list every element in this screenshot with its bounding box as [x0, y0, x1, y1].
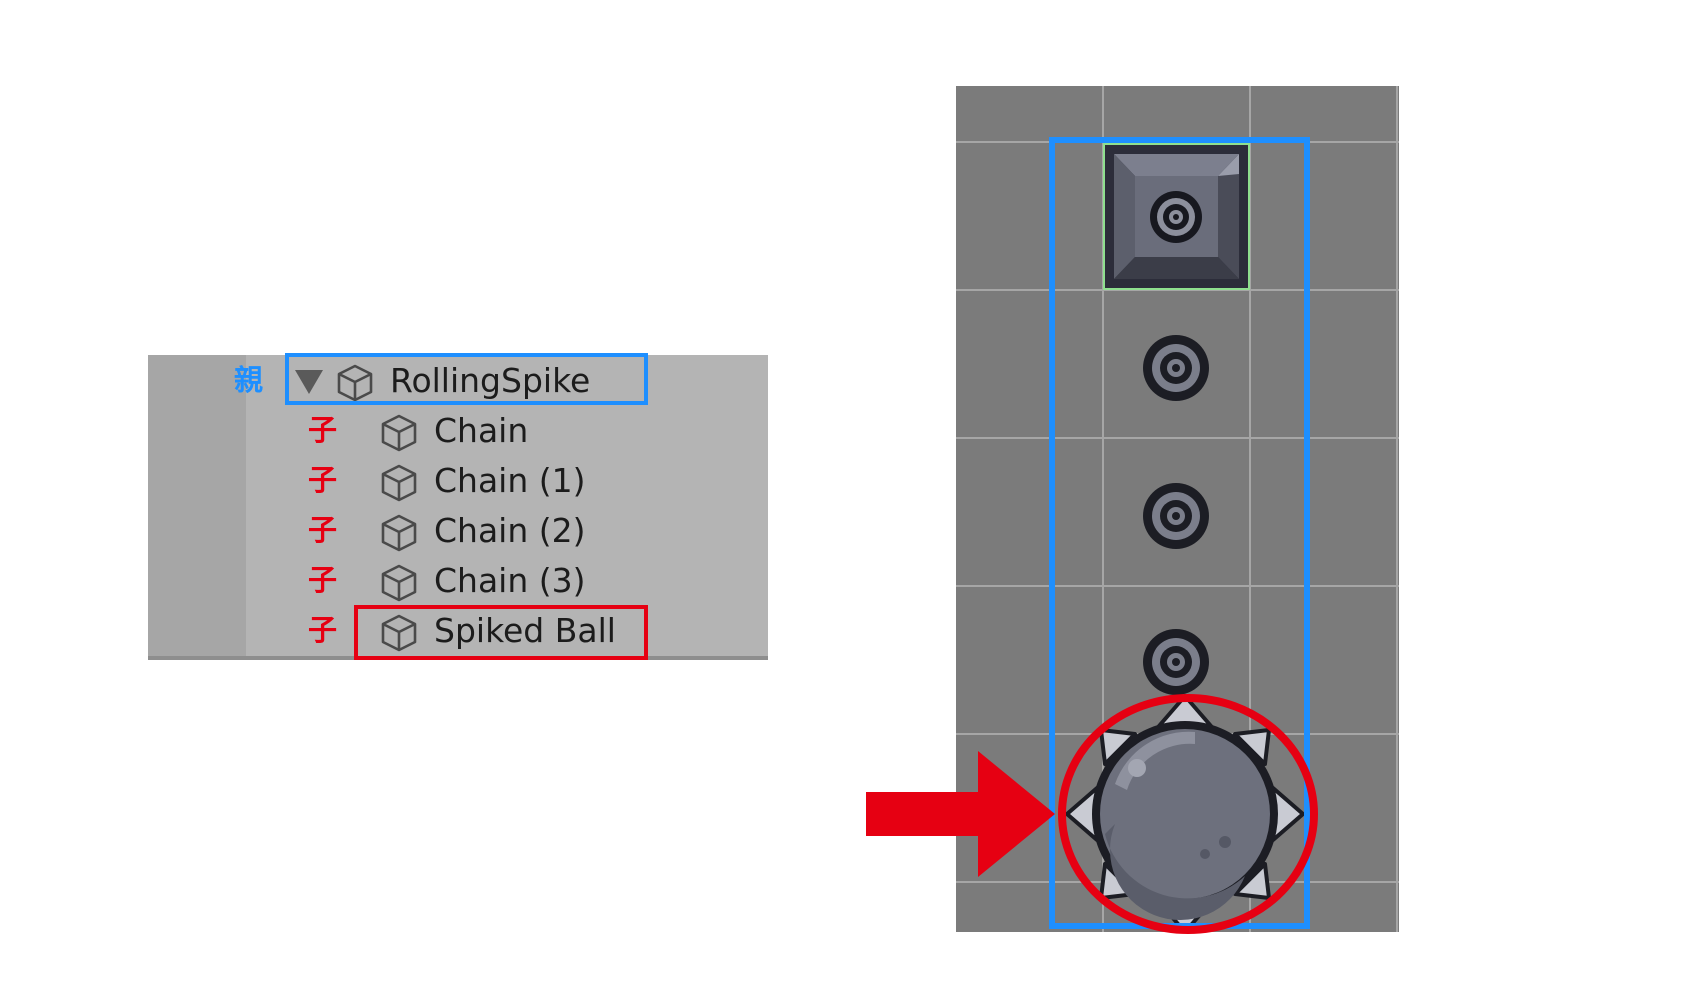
- gameobject-cube-icon: [381, 514, 417, 552]
- hierarchy-row-chain[interactable]: 子 Chain: [148, 405, 768, 455]
- child-highlight-box: [354, 605, 648, 660]
- hierarchy-label-chain: Chain: [434, 411, 529, 450]
- hierarchy-label-rollingspike: RollingSpike: [390, 361, 591, 400]
- gameobject-cube-icon: [381, 564, 417, 602]
- child-tag: 子: [308, 513, 338, 547]
- chain-link: [1143, 335, 1209, 401]
- child-tag: 子: [308, 463, 338, 497]
- chain-link: [1143, 483, 1209, 549]
- gameobject-cube-icon: [381, 464, 417, 502]
- child-tag: 子: [308, 613, 338, 647]
- hierarchy-row-rollingspike[interactable]: 親 RollingSpike: [148, 355, 768, 405]
- spiked-ball-highlight-circle: [1058, 694, 1318, 934]
- hierarchy-label-chain-1: Chain (1): [434, 461, 586, 500]
- scene-view[interactable]: [956, 86, 1399, 932]
- hierarchy-row-chain-2[interactable]: 子 Chain (2): [148, 505, 768, 555]
- hierarchy-row-spiked-ball[interactable]: 子 Spiked Ball: [148, 605, 768, 655]
- hierarchy-label-chain-2: Chain (2): [434, 511, 586, 550]
- hierarchy-label-spiked-ball: Spiked Ball: [434, 611, 616, 650]
- child-tag: 子: [308, 413, 338, 447]
- parent-highlight-box: [285, 353, 648, 405]
- child-tag: 子: [308, 563, 338, 597]
- hierarchy-label-chain-3: Chain (3): [434, 561, 586, 600]
- chain-link: [1143, 629, 1209, 695]
- pointer-arrow-icon: [866, 751, 1055, 877]
- spiked-ball: [1065, 694, 1305, 932]
- hierarchy-row-chain-1[interactable]: 子 Chain (1): [148, 455, 768, 505]
- parent-scene-highlight: [1049, 137, 1310, 929]
- hierarchy-gutter: [148, 355, 246, 656]
- anchor-block: [1103, 143, 1250, 290]
- gameobject-cube-icon: [337, 364, 373, 402]
- gameobject-cube-icon: [381, 414, 417, 452]
- gameobject-cube-icon: [381, 614, 417, 652]
- hierarchy-panel: 親 RollingSpike 子 Chain 子 Chain (1) 子 Cha…: [148, 353, 768, 660]
- hierarchy-row-chain-3[interactable]: 子 Chain (3): [148, 555, 768, 605]
- scene-canvas: [956, 86, 1399, 932]
- parent-tag: 親: [234, 363, 264, 397]
- expand-arrow-icon[interactable]: [295, 370, 323, 394]
